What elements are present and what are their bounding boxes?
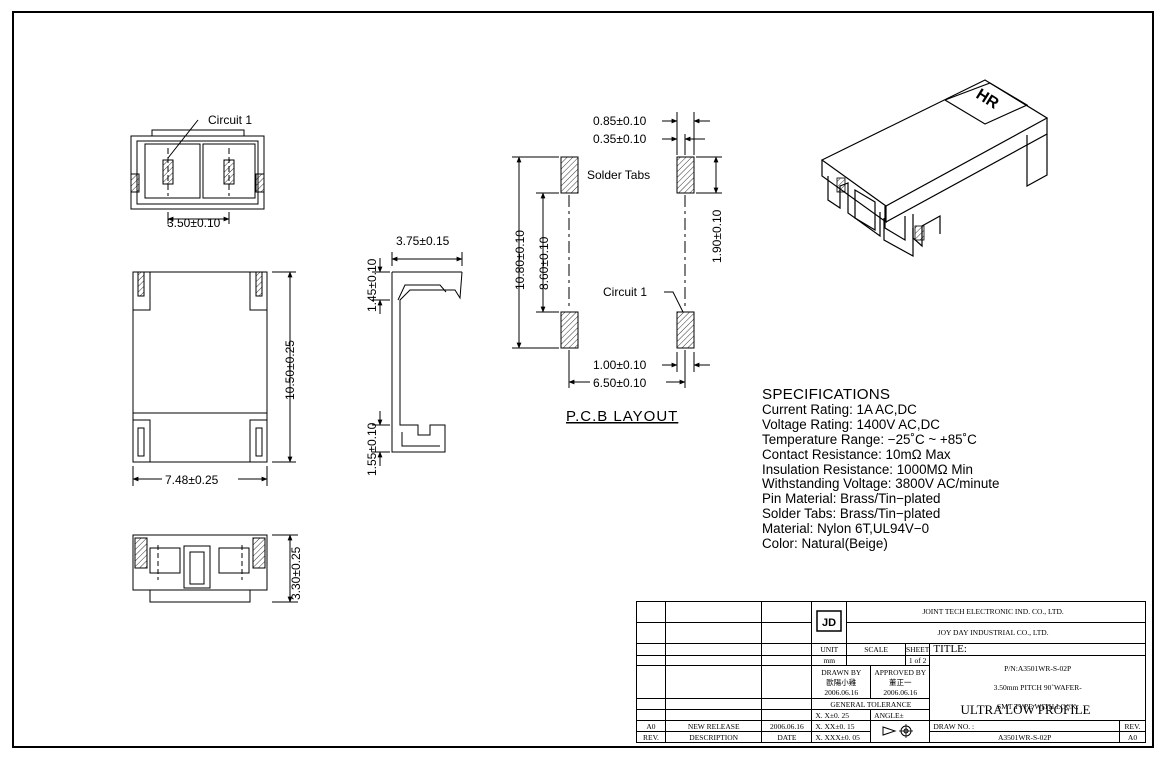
pcb-tab-offset-dim: 0.35±0.10	[593, 132, 647, 146]
unit-label: UNIT	[811, 642, 848, 656]
spec-line: Current Rating: 1A AC,DC	[762, 401, 917, 417]
drawn-by-name: 歐陽小雞	[826, 677, 857, 687]
company-name-1: JOINT TECH ELECTRONIC IND. CO., LTD.	[846, 601, 1146, 623]
spec-line: Insulation Resistance: 1000MΩ Min	[762, 461, 973, 477]
pcb-tab-length-dim: 1.90±0.10	[710, 209, 724, 263]
part-number: P/N:A3501WR-S-02P	[1004, 664, 1072, 674]
company-logo: JD	[811, 601, 848, 644]
spec-line: Material: Nylon 6T,UL94V−0	[762, 521, 930, 537]
front-circuit-label: Circuit 1	[208, 113, 252, 127]
top-width-dim: 7.48±0.25	[165, 473, 219, 487]
approved-by-label: APPROVED BY	[874, 667, 927, 677]
pcb-layout-title: P.C.B LAYOUT	[566, 408, 678, 425]
side-top-tab-dim: 1.45±0.10	[365, 258, 379, 312]
pcb-solder-tabs-label: Solder Tabs	[587, 168, 650, 182]
spec-title: SPECIFICATIONS	[762, 386, 891, 403]
pcb-inner-length-dim: 8.60±0.10	[537, 236, 551, 290]
rev-label: REV.	[1119, 720, 1146, 733]
title-block: JD JOINT TECH ELECTRONIC IND. CO., LTD. …	[636, 601, 1146, 743]
iso-marking: HR	[973, 86, 1002, 113]
approved-by-cell: APPROVED BY 董正一 2006.06.16	[870, 665, 931, 700]
spec-line: Withstanding Voltage: 3800V AC/minute	[762, 476, 1000, 492]
company-name-2: JOY DAY INDUSTRIAL CO., LTD.	[846, 621, 1146, 644]
pcb-overall-length-dim: 10.80±0.10	[513, 230, 527, 290]
side-depth-dim: 3.75±0.15	[396, 234, 450, 248]
front-view	[130, 119, 265, 224]
pcb-tab-width-dim: 0.85±0.10	[593, 114, 647, 128]
revision-description: NEW RELEASE	[664, 720, 763, 733]
sheet-value: 1 of 2	[904, 654, 931, 667]
revision-header-description: DESCRIPTION	[664, 731, 763, 743]
spec-line: Color: Natural(Beige)	[762, 536, 888, 552]
side-bottom-tab-dim: 1.55±0.10	[365, 422, 379, 476]
rev-value: A0	[1119, 731, 1146, 743]
unit-value: mm	[811, 654, 848, 667]
bottom-view	[132, 534, 298, 603]
top-length-dim: 10.50±0.25	[283, 340, 297, 400]
tolerance-2: X. XX±0. 15	[811, 720, 872, 733]
isometric-view	[820, 79, 1049, 258]
pcb-circuit-label: Circuit 1	[603, 285, 647, 299]
draw-no-value: A3501WR-S-02P	[929, 731, 1121, 743]
approved-date: 2006.06.16	[883, 687, 918, 697]
revision-date: 2006.06.16	[761, 720, 813, 733]
title-label: TITLE:	[929, 642, 1146, 656]
drawing-frame	[12, 11, 1154, 748]
pcb-overall-width-dim: 6.50±0.10	[593, 376, 647, 390]
front-pitch-dim: 3.50±0.10	[167, 216, 221, 230]
scale-value	[846, 654, 906, 667]
description-line: 3.50mm PITCH 90˚WAFER-	[993, 683, 1082, 693]
side-view	[372, 252, 463, 466]
top-view	[132, 271, 296, 486]
draw-no-label: DRAW NO. :	[929, 720, 1121, 733]
sheet-label: SHEET	[904, 642, 931, 656]
part-description: P/N:A3501WR-S-02P 3.50mm PITCH 90˚WAFER-…	[929, 654, 1146, 722]
scale-label: SCALE	[846, 642, 906, 656]
spec-line: Temperature Range: −25˚C ~ +85˚C	[762, 431, 977, 447]
revision-header-rev: REV.	[636, 731, 666, 743]
drawn-by-label: DRAWN BY	[821, 667, 862, 677]
bottom-height-dim: 3.30±0.25	[289, 546, 303, 600]
spec-line: Voltage Rating: 1400V AC,DC	[762, 416, 940, 432]
tolerance-3: X. XXX±0. 05	[811, 731, 872, 743]
drawn-by-cell: DRAWN BY 歐陽小雞 2006.06.16	[811, 665, 872, 700]
spec-line: Contact Resistance: 10mΩ Max	[762, 446, 951, 462]
revision-header-date: DATE	[761, 731, 813, 743]
logo-text: JD	[822, 617, 836, 629]
angle-label: ANGLE±	[870, 709, 931, 722]
spec-line: Solder Tabs: Brass/Tin−plated	[762, 506, 941, 522]
tolerance-label: GENERAL TOLERANCE	[811, 698, 931, 711]
spec-line: Pin Material: Brass/Tin−plated	[762, 491, 941, 507]
drawn-date: 2006.06.16	[824, 687, 859, 697]
tolerance-1: X. X±0. 25	[811, 709, 872, 722]
projection-symbol	[870, 720, 931, 743]
description-line: SMT TYPE WITH LOCK,	[997, 702, 1079, 712]
revision-rev: A0	[636, 720, 666, 733]
pcb-pad-width-dim: 1.00±0.10	[593, 358, 647, 372]
specifications-block: SPECIFICATIONS Current Rating: 1A AC,DC …	[762, 386, 1000, 552]
description-line-3: ULTRA LOW PROFILE	[960, 702, 1091, 717]
approved-by-name: 董正一	[889, 677, 912, 687]
